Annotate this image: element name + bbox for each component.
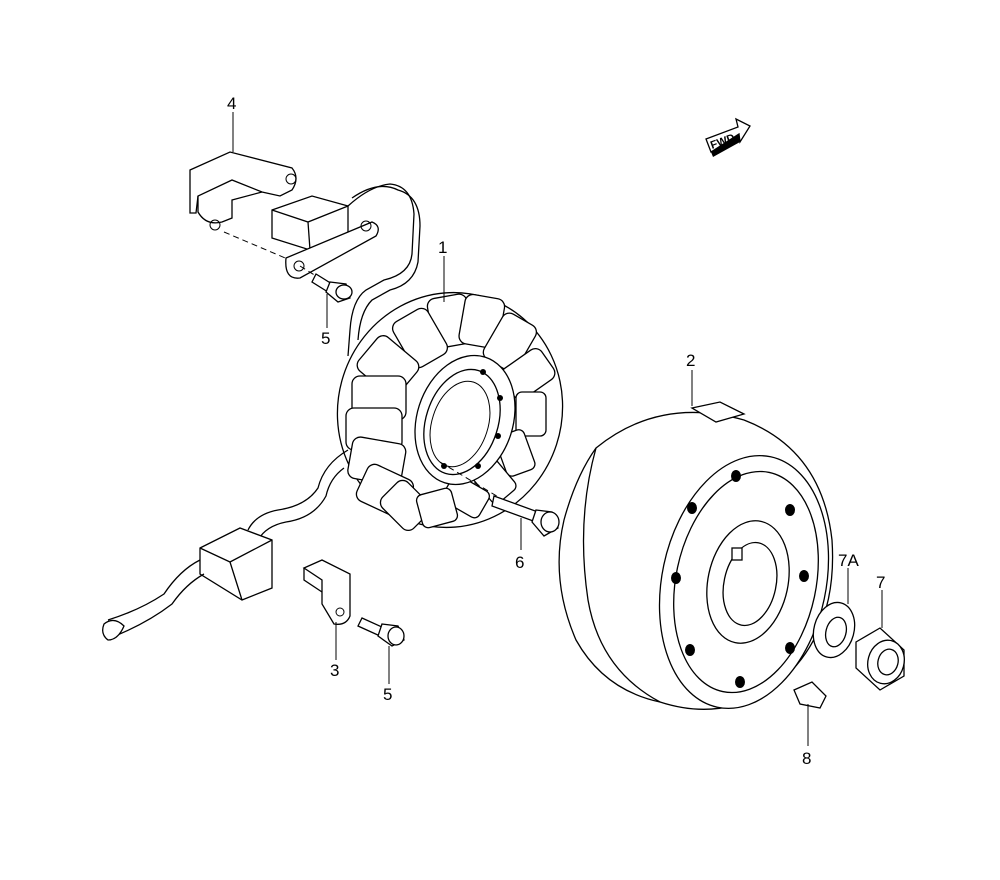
washer-part	[812, 601, 856, 659]
callout-5-bottom: 5	[383, 685, 392, 704]
callout-1: 1	[438, 238, 447, 257]
callout-7A: 7A	[838, 551, 859, 570]
bracket-part	[302, 559, 351, 625]
upper-connector	[271, 183, 421, 357]
screw-top-part	[299, 265, 353, 303]
flywheel-rotor-part	[558, 401, 834, 710]
lower-harness	[102, 449, 349, 641]
stator-bolt-part	[491, 495, 560, 537]
fwd-arrow-marker: FWD	[705, 117, 751, 157]
callout-3: 3	[330, 661, 339, 680]
key-part	[793, 681, 827, 709]
callout-6: 6	[515, 553, 524, 572]
leader-lines	[232, 112, 883, 746]
callout-7: 7	[876, 573, 885, 592]
wire-clamp-part	[189, 151, 297, 261]
stator-part	[336, 291, 564, 532]
callout-2: 2	[686, 351, 695, 370]
screw-bottom-part	[357, 617, 405, 647]
callout-4: 4	[227, 94, 236, 113]
nut-part	[855, 627, 905, 691]
callout-5-top: 5	[321, 329, 330, 348]
callout-8: 8	[802, 749, 811, 768]
